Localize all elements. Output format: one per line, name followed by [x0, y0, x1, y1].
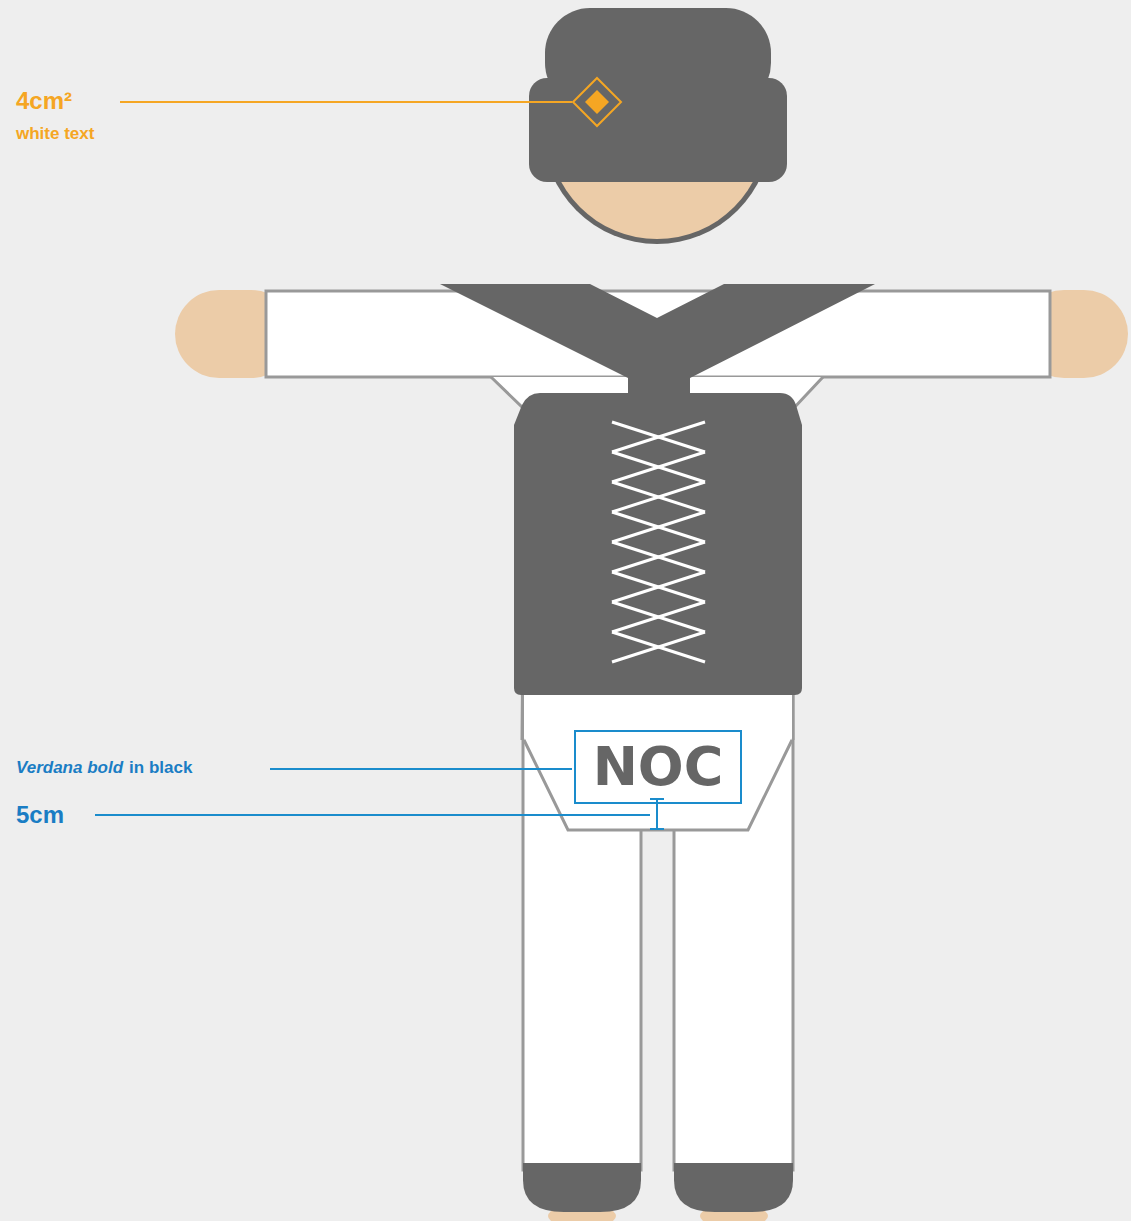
dimension-label: 5cm — [16, 802, 64, 828]
leader-line — [120, 101, 572, 103]
badge-outline — [573, 78, 621, 126]
hat-band — [529, 78, 787, 182]
shirt — [491, 377, 823, 740]
font-label: Verdana bold — [16, 759, 123, 778]
box-text: NOC — [593, 740, 724, 794]
vest — [514, 393, 802, 695]
note-label: white text — [16, 125, 94, 144]
dimension-tick — [650, 828, 664, 830]
leader-line — [95, 814, 650, 816]
dimension-tick — [650, 798, 664, 800]
badge-diamond — [585, 90, 609, 114]
label-box: NOC — [574, 730, 742, 804]
leader-line — [270, 768, 572, 770]
collar — [440, 284, 875, 396]
shoe — [674, 1163, 793, 1212]
shoe — [523, 1163, 641, 1212]
note-label: in black — [129, 759, 192, 778]
shorts — [524, 695, 792, 830]
shorts-edge — [524, 740, 792, 830]
dimension-label: 4cm² — [16, 88, 72, 114]
lacing — [612, 422, 705, 662]
